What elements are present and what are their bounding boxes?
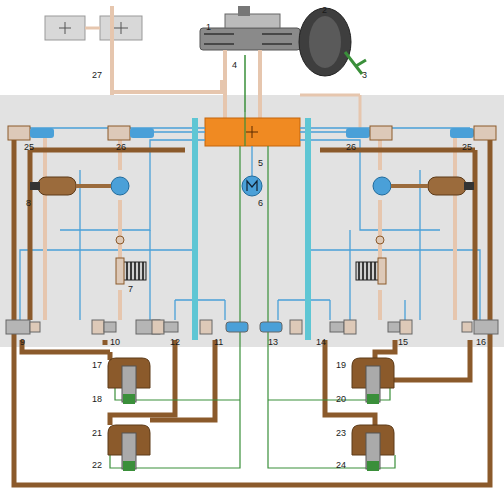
callout-number: 26: [116, 142, 126, 152]
callout-number: 17: [92, 360, 102, 370]
callout-number: 2: [322, 5, 327, 15]
callout-number: 26: [346, 142, 356, 152]
callout-number: 25: [462, 142, 472, 152]
callout-number: 20: [336, 394, 346, 404]
callout-number: 1: [206, 22, 211, 32]
callout-number: 18: [92, 394, 102, 404]
callout-number: 14: [316, 337, 326, 347]
callout-number: 9: [20, 337, 25, 347]
callout-number: 6: [258, 198, 263, 208]
callout-number: 27: [92, 70, 102, 80]
callout-number: 4: [232, 60, 237, 70]
callout-number: 8: [26, 198, 31, 208]
callout-number: 12: [170, 337, 180, 347]
callout-number: 15: [398, 337, 408, 347]
callout-number: 19: [336, 360, 346, 370]
callout-number: 25: [24, 142, 34, 152]
callout-number: 3: [362, 70, 367, 80]
callout-number: 11: [214, 337, 223, 347]
callout-number: 7: [128, 284, 133, 294]
callout-number: 24: [336, 460, 346, 470]
callout-number: 23: [336, 428, 346, 438]
callout-number: 21: [92, 428, 102, 438]
callout-number: 10: [110, 337, 120, 347]
callout-number: 5: [258, 158, 263, 168]
callout-number: 22: [92, 460, 102, 470]
callout-number: 13: [268, 337, 278, 347]
callout-number: 16: [476, 337, 486, 347]
